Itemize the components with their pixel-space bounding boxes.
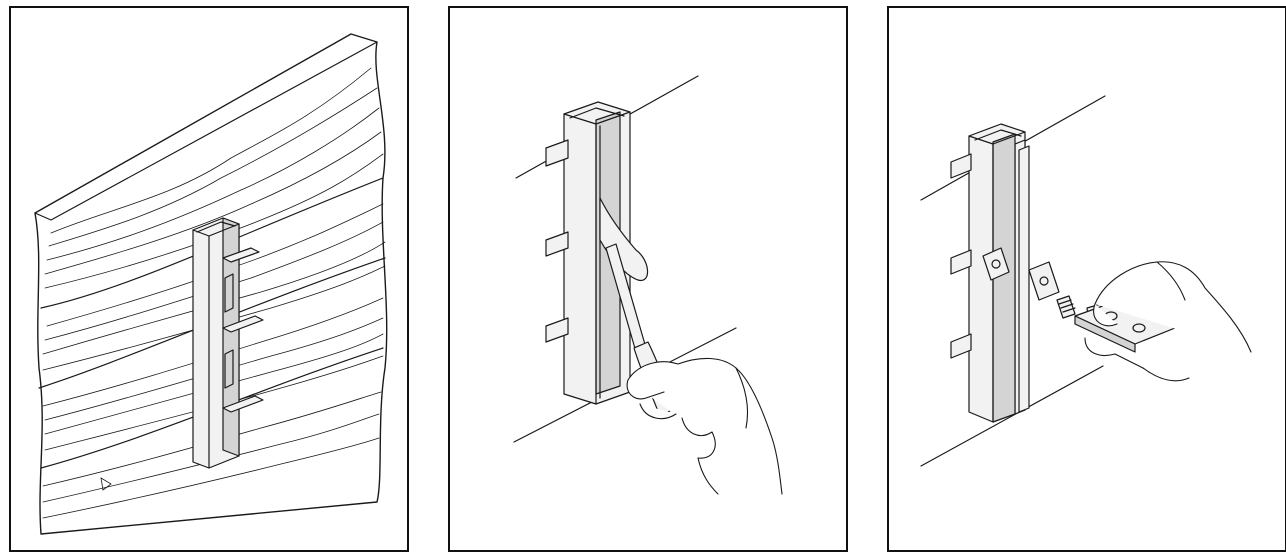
panel-screwdriver-in-channel xyxy=(448,6,848,552)
nut-and-plate-illustration xyxy=(920,95,1252,467)
spring-nut-icon xyxy=(982,247,1010,281)
wall-line-bottom xyxy=(920,365,1104,467)
panel-nut-and-plate xyxy=(887,6,1286,552)
panel-channel-on-wood xyxy=(9,6,409,552)
hand-icon xyxy=(1084,261,1252,382)
spring-nut-loose-icon xyxy=(1028,261,1060,301)
hand-icon xyxy=(626,357,783,495)
channel-strut-icon xyxy=(192,217,264,469)
channel-on-wood-illustration xyxy=(34,33,388,535)
screwdriver-illustration xyxy=(513,75,783,495)
wood-grain-icon xyxy=(42,67,386,519)
